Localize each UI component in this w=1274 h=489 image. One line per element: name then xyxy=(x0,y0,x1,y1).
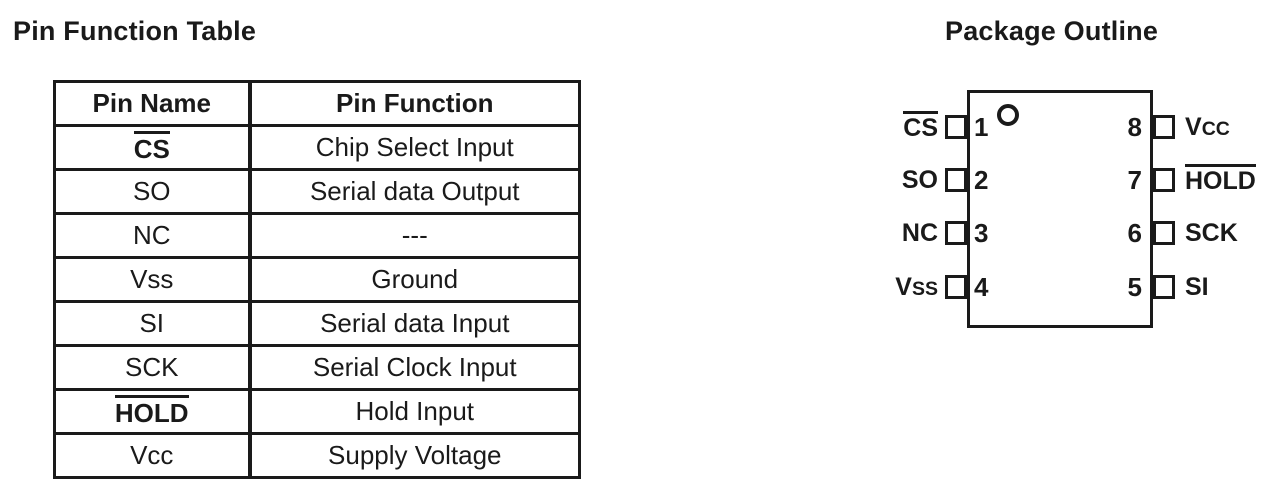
pin-label-so: SO xyxy=(901,166,938,194)
package-outline-title: Package Outline xyxy=(945,16,1159,46)
pin-number-8: 8 xyxy=(1127,112,1142,142)
pin-number-2: 2 xyxy=(974,165,989,195)
pin-function-cell: Serial data Input xyxy=(247,300,581,347)
pin-function-table: Pin Name Pin Function CS Chip Select Inpu… xyxy=(53,80,581,479)
table-row: NC--- xyxy=(53,212,581,259)
overline-bar: HOLD xyxy=(1185,164,1256,194)
pin-number-7: 7 xyxy=(1127,165,1142,195)
pin-2-square xyxy=(945,168,967,192)
pin-function-cell: --- xyxy=(247,212,581,259)
pin1-indicator-circle xyxy=(997,104,1019,126)
pin-name-cell: SI xyxy=(53,300,251,347)
pin-name-cell: SO xyxy=(53,168,251,215)
pin-number-4: 4 xyxy=(974,272,989,302)
pin-name-cell: CS xyxy=(53,124,251,171)
pin-label-nc: NC xyxy=(901,219,938,247)
pin-function-cell: Chip Select Input xyxy=(247,124,581,171)
table-header-row: Pin Name Pin Function xyxy=(53,80,581,127)
pin-name-cell: SCK xyxy=(53,344,251,391)
overline-bar: CS xyxy=(133,130,170,163)
pin-name-cell: Vss xyxy=(53,256,251,303)
pin-5-square xyxy=(1153,275,1175,299)
pin-1-square xyxy=(945,115,967,139)
pin-label-vcc: VCC xyxy=(1185,113,1230,141)
pin-3-square xyxy=(945,221,967,245)
pin-label-sck: SCK xyxy=(1185,219,1238,247)
table-row: CS Chip Select Input xyxy=(53,124,581,171)
column-header-pin-function: Pin Function xyxy=(247,80,581,127)
pin-number-1: 1 xyxy=(974,112,989,142)
pin-label-vss: VSS xyxy=(895,273,938,301)
pin-label-cs: CS xyxy=(820,111,938,143)
pin-4-square xyxy=(945,275,967,299)
column-header-pin-name: Pin Name xyxy=(53,80,251,127)
table-row: HOLD Hold Input xyxy=(53,388,581,435)
pin-name-cell: HOLD xyxy=(53,388,251,435)
pin-6-square xyxy=(1153,221,1175,245)
pin-function-cell: Serial data Output xyxy=(247,168,581,215)
pin-7-square xyxy=(1153,168,1175,192)
overline-bar: HOLD xyxy=(114,394,189,427)
pin-name-cell: NC xyxy=(53,212,251,259)
pin-label-hold: HOLD xyxy=(1185,164,1274,196)
overline-bar: CS xyxy=(903,111,938,141)
pin-function-cell: Hold Input xyxy=(247,388,581,435)
pin-function-table-title: Pin Function Table xyxy=(13,16,257,46)
pin-function-cell: Supply Voltage xyxy=(247,432,581,479)
chip-body xyxy=(967,90,1153,328)
pin-function-cell: Serial Clock Input xyxy=(247,344,581,391)
pin-function-cell: Ground xyxy=(247,256,581,303)
pin-label-si: SI xyxy=(1185,273,1209,301)
pin-name-cell: Vcc xyxy=(53,432,251,479)
pin-number-5: 5 xyxy=(1127,272,1142,302)
pin-number-6: 6 xyxy=(1127,218,1142,248)
pin-8-square xyxy=(1153,115,1175,139)
pin-number-3: 3 xyxy=(974,218,989,248)
